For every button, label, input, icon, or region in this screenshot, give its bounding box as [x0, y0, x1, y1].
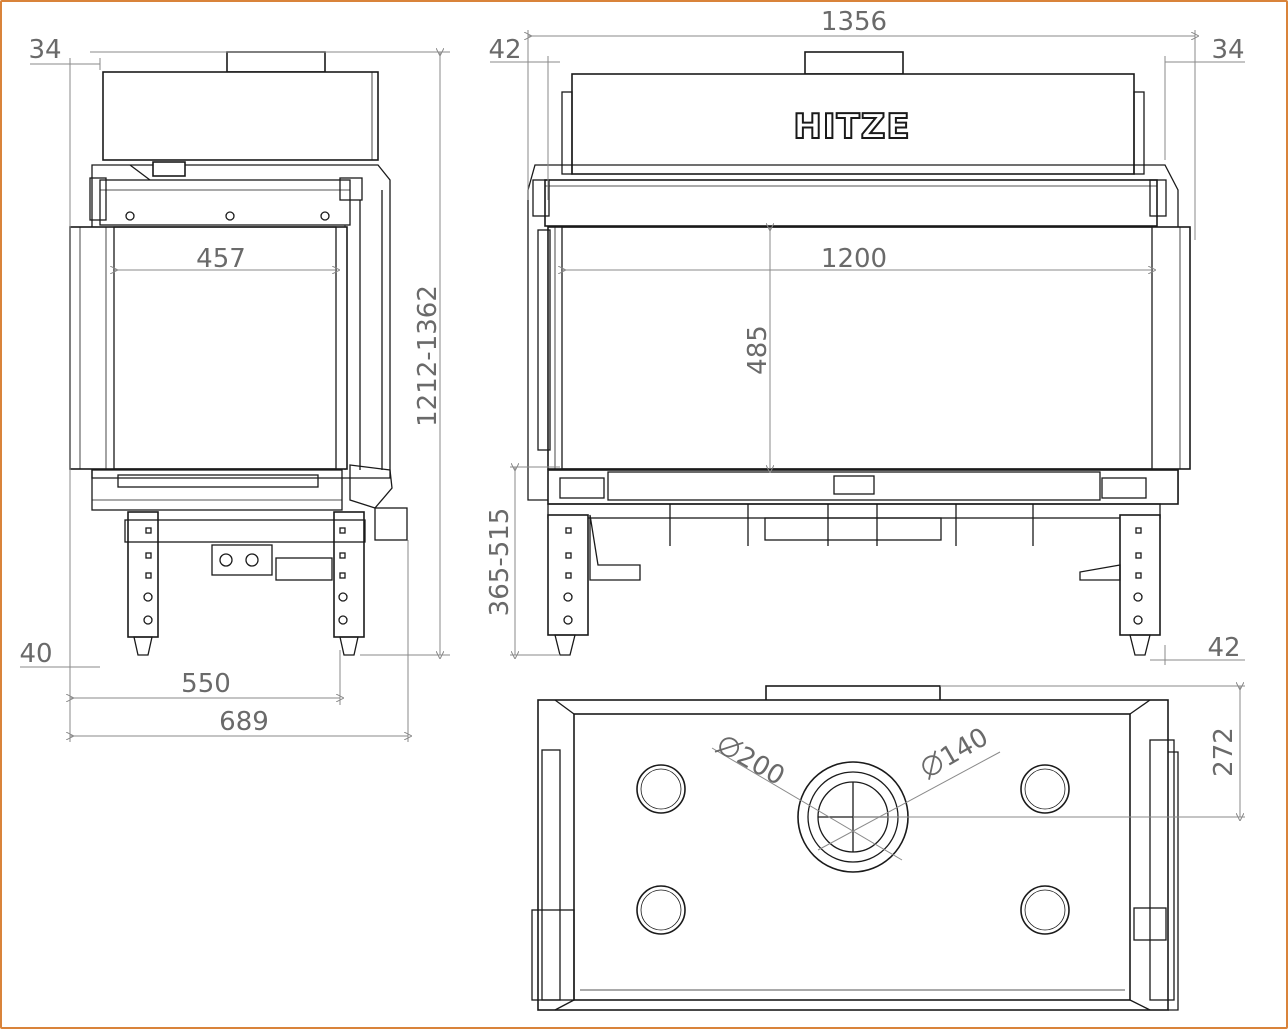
- side-dim-glass-width: 457: [196, 244, 246, 274]
- side-dim-leg-span: 550: [181, 669, 231, 699]
- front-dim-total-width: 1356: [821, 7, 887, 37]
- top-dimension-lines: [711, 686, 1245, 861]
- front-dimension-lines: [490, 30, 1245, 665]
- side-dim-top-offset: 34: [28, 35, 61, 65]
- front-dim-leg-height: 365-515: [485, 508, 515, 617]
- brand-logo: HITZE: [793, 107, 910, 147]
- front-dim-left-offset: 42: [488, 35, 521, 65]
- side-dim-bottom-offset: 40: [19, 639, 52, 669]
- side-view: [69, 51, 408, 656]
- diameter-icon: [719, 737, 740, 758]
- side-dim-total-depth: 689: [219, 707, 269, 737]
- front-dim-bottom-right: 42: [1207, 633, 1240, 663]
- front-dim-right-offset: 34: [1211, 35, 1244, 65]
- side-dim-height: 1212-1362: [413, 285, 443, 427]
- front-dim-glass-height: 485: [743, 325, 773, 375]
- side-dimension-lines: [20, 52, 450, 742]
- top-view: [531, 685, 1179, 1011]
- hitze-logo: HITZE: [792, 106, 910, 148]
- front-dim-glass-width: 1200: [821, 244, 887, 274]
- top-dim-offset: 272: [1209, 727, 1239, 777]
- diameter-icon: [922, 755, 943, 776]
